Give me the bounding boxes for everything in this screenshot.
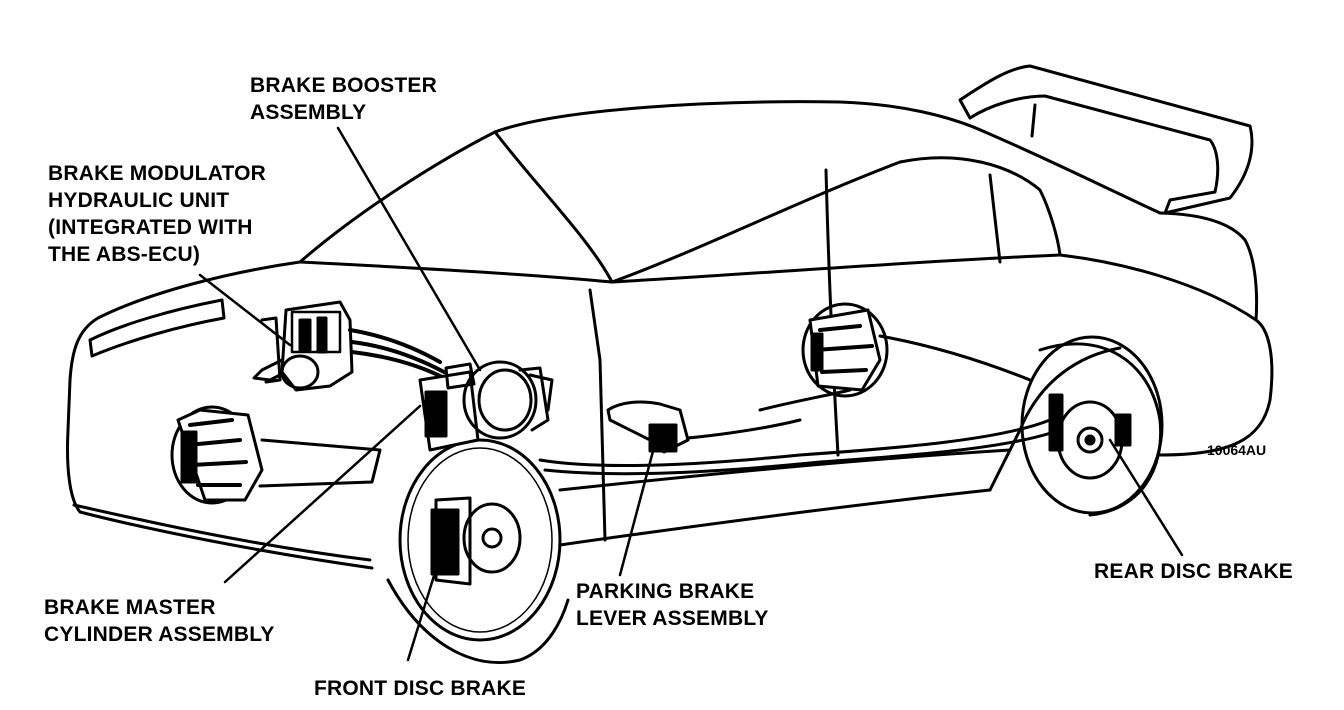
label-line: LEVER ASSEMBLY	[576, 607, 769, 630]
figure-code: 10064AU	[1207, 442, 1267, 458]
label-line: (INTEGRATED WITH	[48, 216, 253, 239]
label-line: THE ABS-ECU)	[48, 243, 201, 266]
brake-lines-front	[348, 328, 450, 382]
label-rear-disc-brake: REAR DISC BRAKE	[1094, 558, 1293, 585]
rear-wheel	[1020, 335, 1164, 517]
brake-master-cylinder	[418, 362, 480, 452]
label-line: BRAKE BOOSTER	[250, 74, 437, 97]
label-brake-master-cylinder-assembly: BRAKE MASTER CYLINDER ASSEMBLY	[44, 594, 275, 648]
label-front-disc-brake: FRONT DISC BRAKE	[314, 675, 526, 702]
label-line: HYDRAULIC UNIT	[48, 189, 230, 212]
label-line: ASSEMBLY	[250, 101, 367, 124]
label-line: CYLINDER ASSEMBLY	[44, 623, 275, 646]
label-line: BRAKE MASTER	[44, 596, 216, 619]
label-line: FRONT DISC BRAKE	[314, 677, 527, 700]
label-brake-booster-assembly: BRAKE BOOSTER ASSEMBLY	[250, 72, 437, 126]
left-front-disc-brake	[170, 405, 382, 505]
brake-modulator-hydraulic-unit	[252, 300, 354, 392]
parking-brake-lever	[606, 400, 690, 454]
label-brake-modulator-hydraulic-unit: BRAKE MODULATOR HYDRAULIC UNIT (INTEGRAT…	[48, 160, 266, 268]
car-body	[66, 64, 1274, 570]
brake-booster	[462, 360, 554, 440]
left-rear-disc-brake	[801, 302, 889, 398]
label-line: BRAKE MODULATOR	[48, 162, 267, 185]
front-wheel	[386, 438, 570, 664]
label-line: PARKING BRAKE	[576, 580, 755, 603]
label-line: REAR DISC BRAKE	[1094, 560, 1294, 583]
leader-lines	[198, 126, 1184, 662]
label-parking-brake-lever-assembly: PARKING BRAKE LEVER ASSEMBLY	[576, 578, 769, 632]
